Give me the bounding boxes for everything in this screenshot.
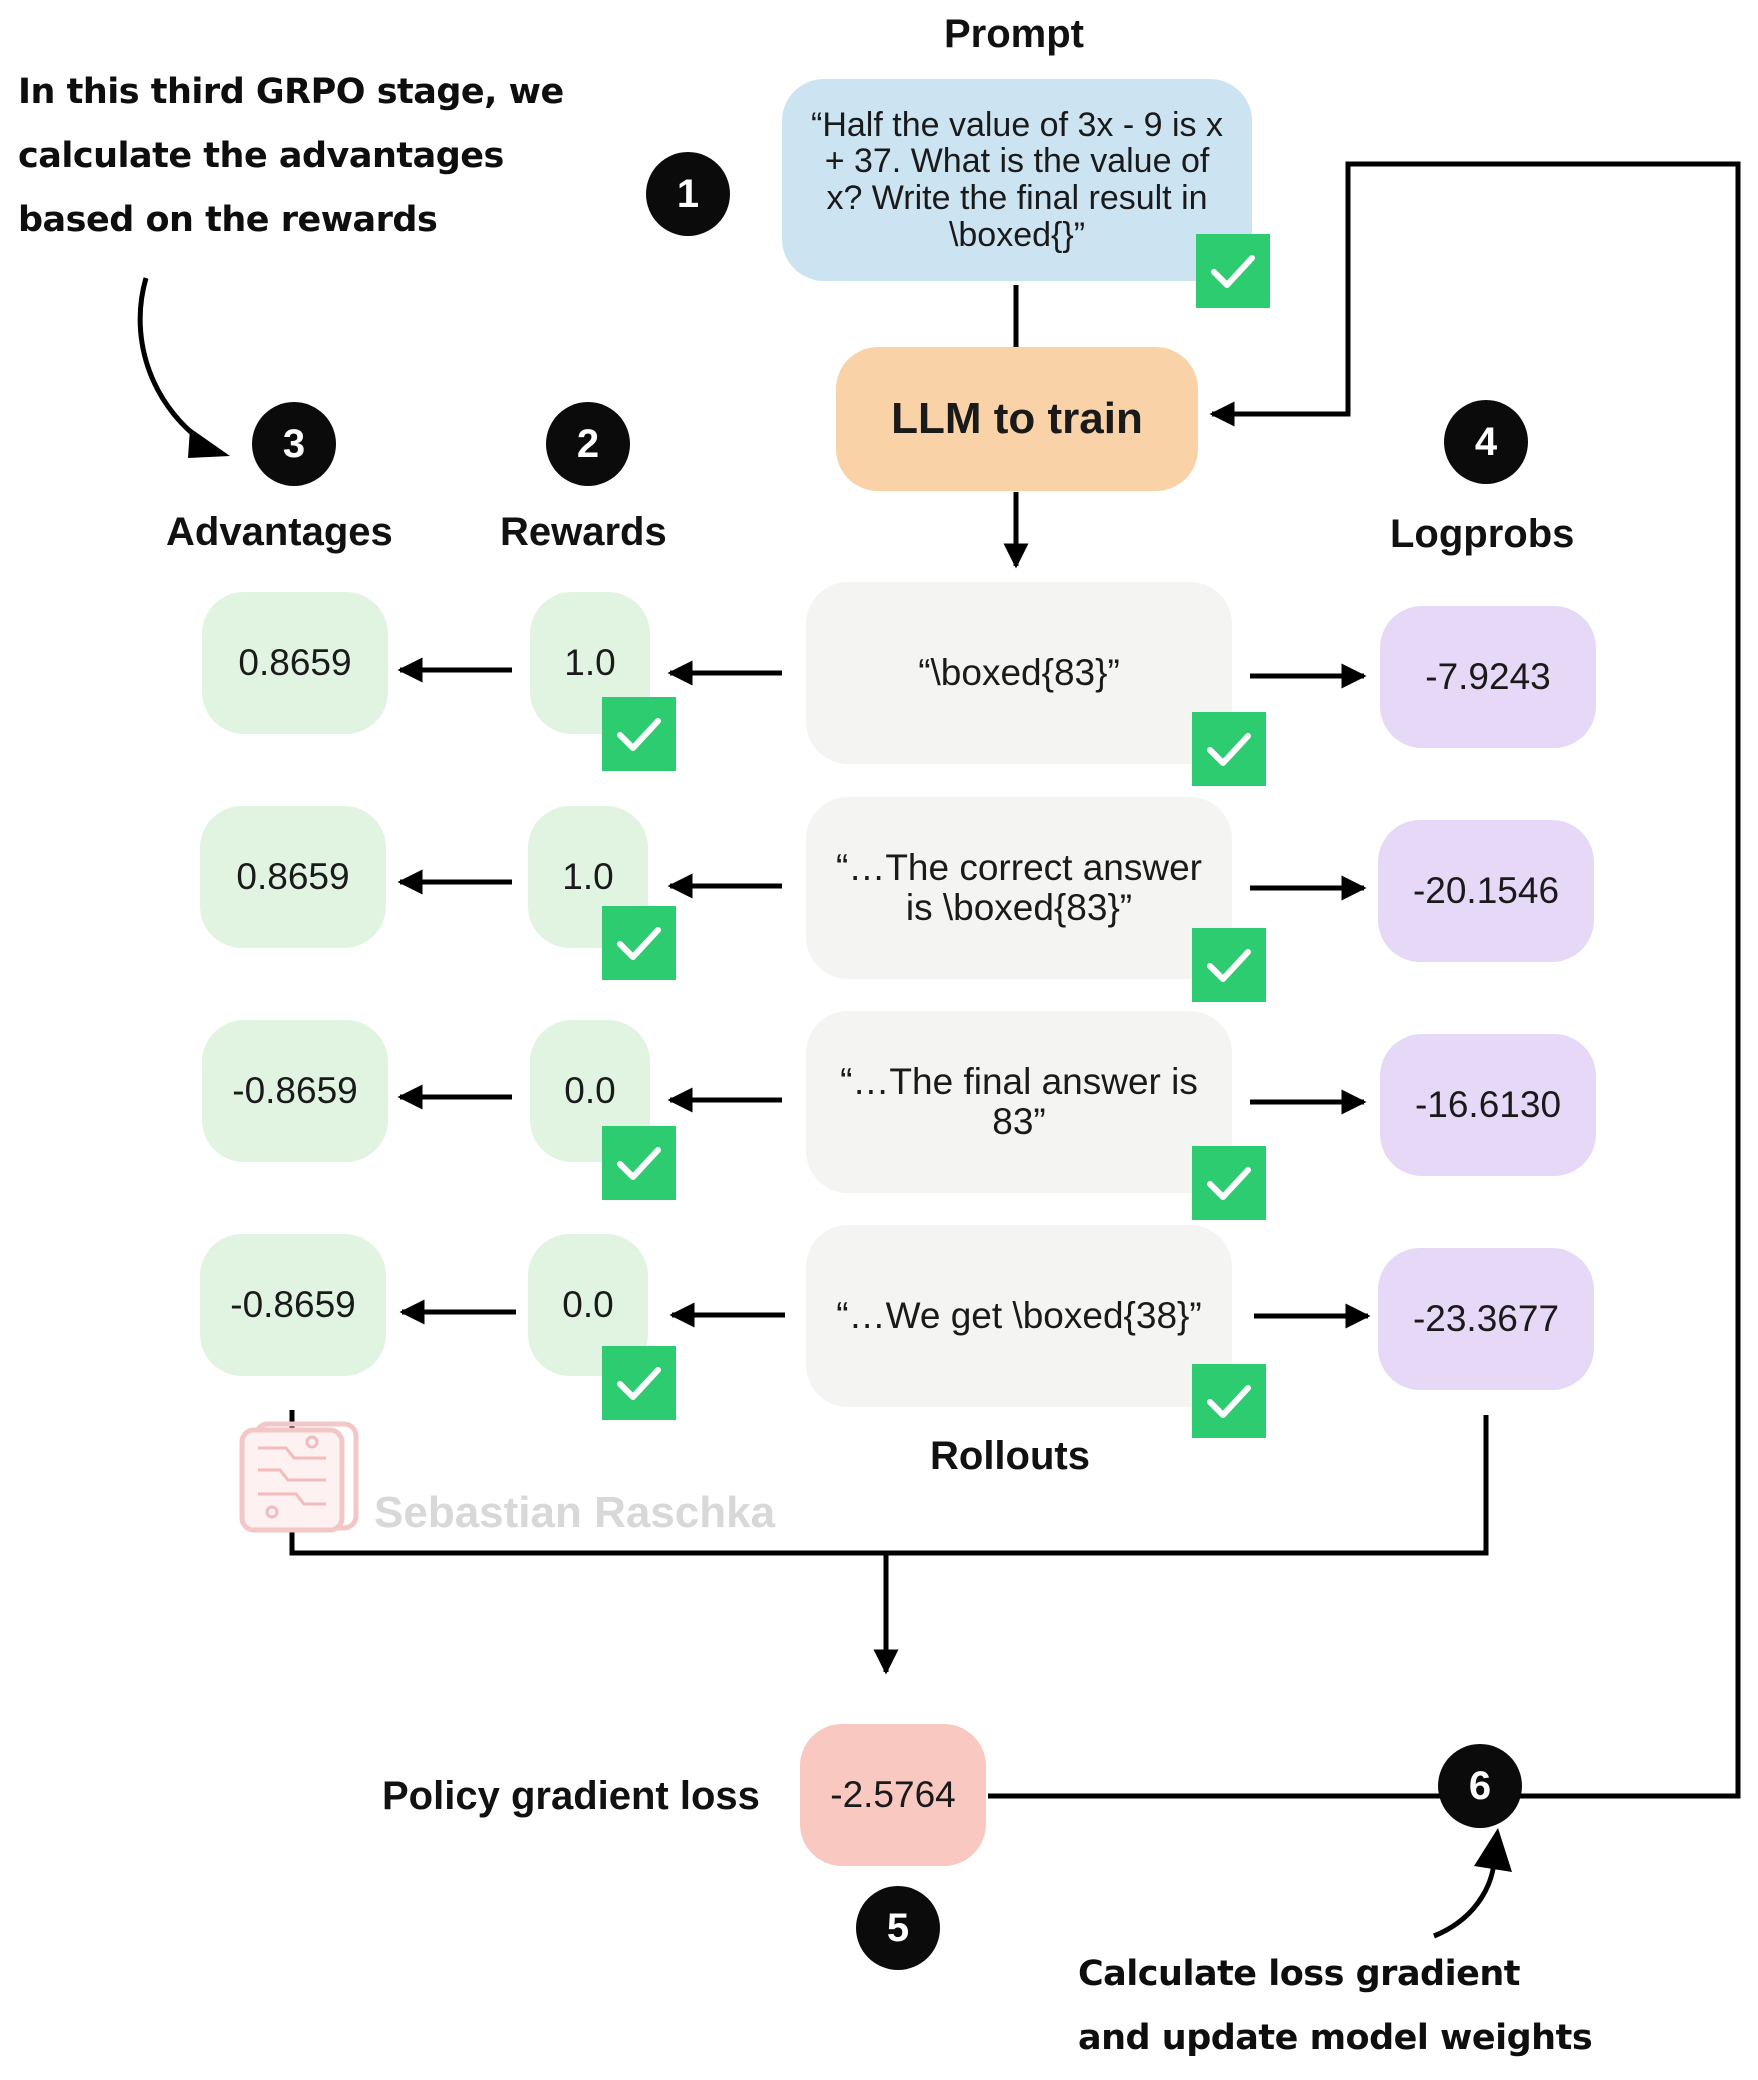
annotation-bottom: Calculate loss gradient and update model… — [1078, 1954, 1593, 2058]
logprob-value: -16.6130 — [1414, 1084, 1562, 1126]
advantage-box: 0.8659 — [200, 806, 386, 948]
rollout-box: “…The final answer is 83” — [806, 1011, 1232, 1193]
reward-value: 0.0 — [562, 1284, 614, 1326]
prompt-heading: Prompt — [944, 12, 1084, 56]
llm-label: LLM to train — [891, 394, 1143, 444]
logprob-box: -16.6130 — [1380, 1034, 1596, 1176]
step-2-badge: 2 — [546, 402, 630, 486]
rollout-box: “…We get \boxed{38}” — [806, 1225, 1232, 1407]
check-icon — [1192, 712, 1266, 786]
check-icon — [1192, 1364, 1266, 1438]
annotation-bottom-arrowhead — [1474, 1828, 1512, 1872]
check-icon — [602, 1126, 676, 1200]
watermark-logo-icon — [236, 1418, 366, 1536]
annotation-top-arrowhead — [188, 428, 230, 458]
rollouts-heading: Rollouts — [930, 1434, 1090, 1478]
advantage-box: -0.8659 — [200, 1234, 386, 1376]
loss-box: -2.5764 — [800, 1724, 986, 1866]
rollout-text: “\boxed{83}” — [918, 652, 1120, 694]
annotation-top: In this third GRPO stage, we calculate t… — [18, 72, 564, 240]
logprob-box: -7.9243 — [1380, 606, 1596, 748]
loss-label: Policy gradient loss — [382, 1774, 760, 1818]
step-4-badge: 4 — [1444, 400, 1528, 484]
logprob-box: -20.1546 — [1378, 820, 1594, 962]
rollout-text: “…We get \boxed{38}” — [836, 1295, 1202, 1337]
rollout-box: “\boxed{83}” — [806, 582, 1232, 764]
reward-value: 1.0 — [564, 642, 616, 684]
advantages-heading: Advantages — [166, 510, 393, 554]
loss-value: -2.5764 — [830, 1774, 956, 1816]
advantage-value: -0.8659 — [232, 1070, 358, 1112]
step-1-badge: 1 — [646, 152, 730, 236]
advantage-box: -0.8659 — [202, 1020, 388, 1162]
logprob-value: -7.9243 — [1425, 656, 1551, 698]
step-6-badge: 6 — [1438, 1744, 1522, 1828]
check-icon — [1192, 1146, 1266, 1220]
reward-value: 1.0 — [562, 856, 614, 898]
check-icon — [1196, 234, 1270, 308]
logprob-box: -23.3677 — [1378, 1248, 1594, 1390]
llm-box: LLM to train — [836, 347, 1198, 491]
rollout-text: “…The correct answer is \boxed{83}” — [836, 847, 1202, 928]
check-icon — [602, 906, 676, 980]
check-icon — [1192, 928, 1266, 1002]
advantage-value: 0.8659 — [238, 642, 352, 684]
advantage-value: 0.8659 — [236, 856, 350, 898]
rollout-box: “…The correct answer is \boxed{83}” — [806, 797, 1232, 979]
watermark-text: Sebastian Raschka — [374, 1488, 776, 1537]
step-5-badge: 5 — [856, 1886, 940, 1970]
prompt-box: “Half the value of 3x - 9 is x + 37. Wha… — [782, 79, 1252, 281]
check-icon — [602, 1346, 676, 1420]
logprob-value: -23.3677 — [1412, 1298, 1560, 1340]
reward-value: 0.0 — [564, 1070, 616, 1112]
advantage-box: 0.8659 — [202, 592, 388, 734]
rollout-text: “…The final answer is 83” — [840, 1061, 1198, 1142]
step-3-badge: 3 — [252, 402, 336, 486]
annotation-top-arrow — [137, 277, 214, 451]
check-icon — [602, 697, 676, 771]
logprobs-heading: Logprobs — [1390, 512, 1575, 556]
feedback-loop-arrow — [1209, 161, 1741, 1799]
logprob-value: -20.1546 — [1412, 870, 1560, 912]
prompt-text: “Half the value of 3x - 9 is x + 37. Wha… — [811, 105, 1223, 254]
advantage-value: -0.8659 — [230, 1284, 356, 1326]
rewards-heading: Rewards — [500, 510, 667, 554]
